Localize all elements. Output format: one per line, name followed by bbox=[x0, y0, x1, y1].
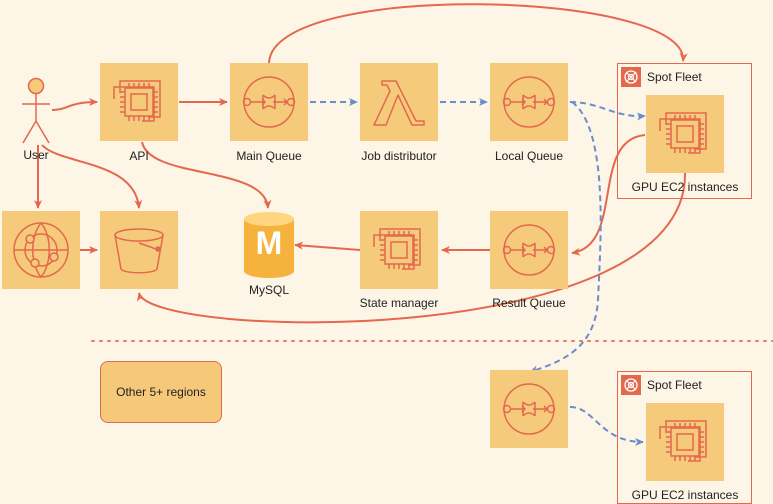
spot-fleet-title: Spot Fleet bbox=[647, 70, 702, 84]
main-queue-node bbox=[230, 63, 308, 141]
queue-icon bbox=[242, 76, 296, 128]
result-queue-node bbox=[490, 211, 568, 289]
job-distributor-label: Job distributor bbox=[361, 149, 437, 163]
edge-gpu-s3 bbox=[137, 171, 687, 324]
local-queue-label: Local Queue bbox=[494, 149, 564, 163]
job-distributor-node bbox=[360, 63, 438, 141]
edge-api-mysql bbox=[141, 141, 272, 209]
region-queue-node bbox=[490, 370, 568, 448]
user-actor-icon bbox=[21, 77, 51, 145]
cdn-node bbox=[2, 211, 80, 289]
queue-icon bbox=[502, 224, 556, 276]
edge-localqueue-gpu bbox=[569, 101, 646, 121]
edge-statemanager-mysql bbox=[294, 241, 361, 251]
storage-bucket-node bbox=[100, 211, 178, 289]
mysql-letter: M bbox=[255, 225, 283, 261]
gpu-ec2-node-top bbox=[646, 95, 724, 173]
main-queue-label: Main Queue bbox=[236, 149, 302, 163]
chip-icon bbox=[659, 420, 707, 462]
cloudfront-icon bbox=[13, 222, 69, 278]
chip-icon bbox=[373, 228, 421, 270]
bucket-icon bbox=[114, 228, 164, 274]
gpu-ec2-label-top: GPU EC2 instances bbox=[631, 180, 739, 194]
queue-icon bbox=[502, 76, 556, 128]
edge-gpu-resultqueue bbox=[571, 134, 646, 256]
mysql-node: M bbox=[243, 211, 295, 279]
mysql-label: MySQL bbox=[248, 283, 290, 297]
spot-fleet-title: Spot Fleet bbox=[647, 378, 702, 392]
chip-icon bbox=[659, 112, 707, 154]
edge-user-s3 bbox=[41, 144, 143, 209]
spot-fleet-icon bbox=[621, 375, 641, 395]
state-manager-node bbox=[360, 211, 438, 289]
edge-localqueue-otherregion bbox=[529, 101, 602, 374]
edge-user-api bbox=[51, 98, 98, 111]
edge-regionqueue-gpu bbox=[569, 406, 644, 446]
gpu-ec2-node-bottom bbox=[646, 403, 724, 481]
result-queue-label: Result Queue bbox=[492, 296, 566, 310]
state-manager-label: State manager bbox=[359, 296, 439, 310]
other-regions-box: Other 5+ regions bbox=[100, 361, 222, 423]
lambda-icon bbox=[373, 80, 425, 126]
chip-icon bbox=[113, 80, 161, 122]
api-node bbox=[100, 63, 178, 141]
mysql-icon bbox=[244, 212, 294, 278]
spot-fleet-icon bbox=[621, 67, 641, 87]
api-label: API bbox=[129, 149, 149, 163]
user-label: User bbox=[23, 148, 49, 162]
gpu-ec2-label-bottom: GPU EC2 instances bbox=[631, 488, 739, 502]
local-queue-node bbox=[490, 63, 568, 141]
edge-mainqueue-spotfleet bbox=[268, 3, 688, 64]
queue-icon bbox=[502, 383, 556, 435]
